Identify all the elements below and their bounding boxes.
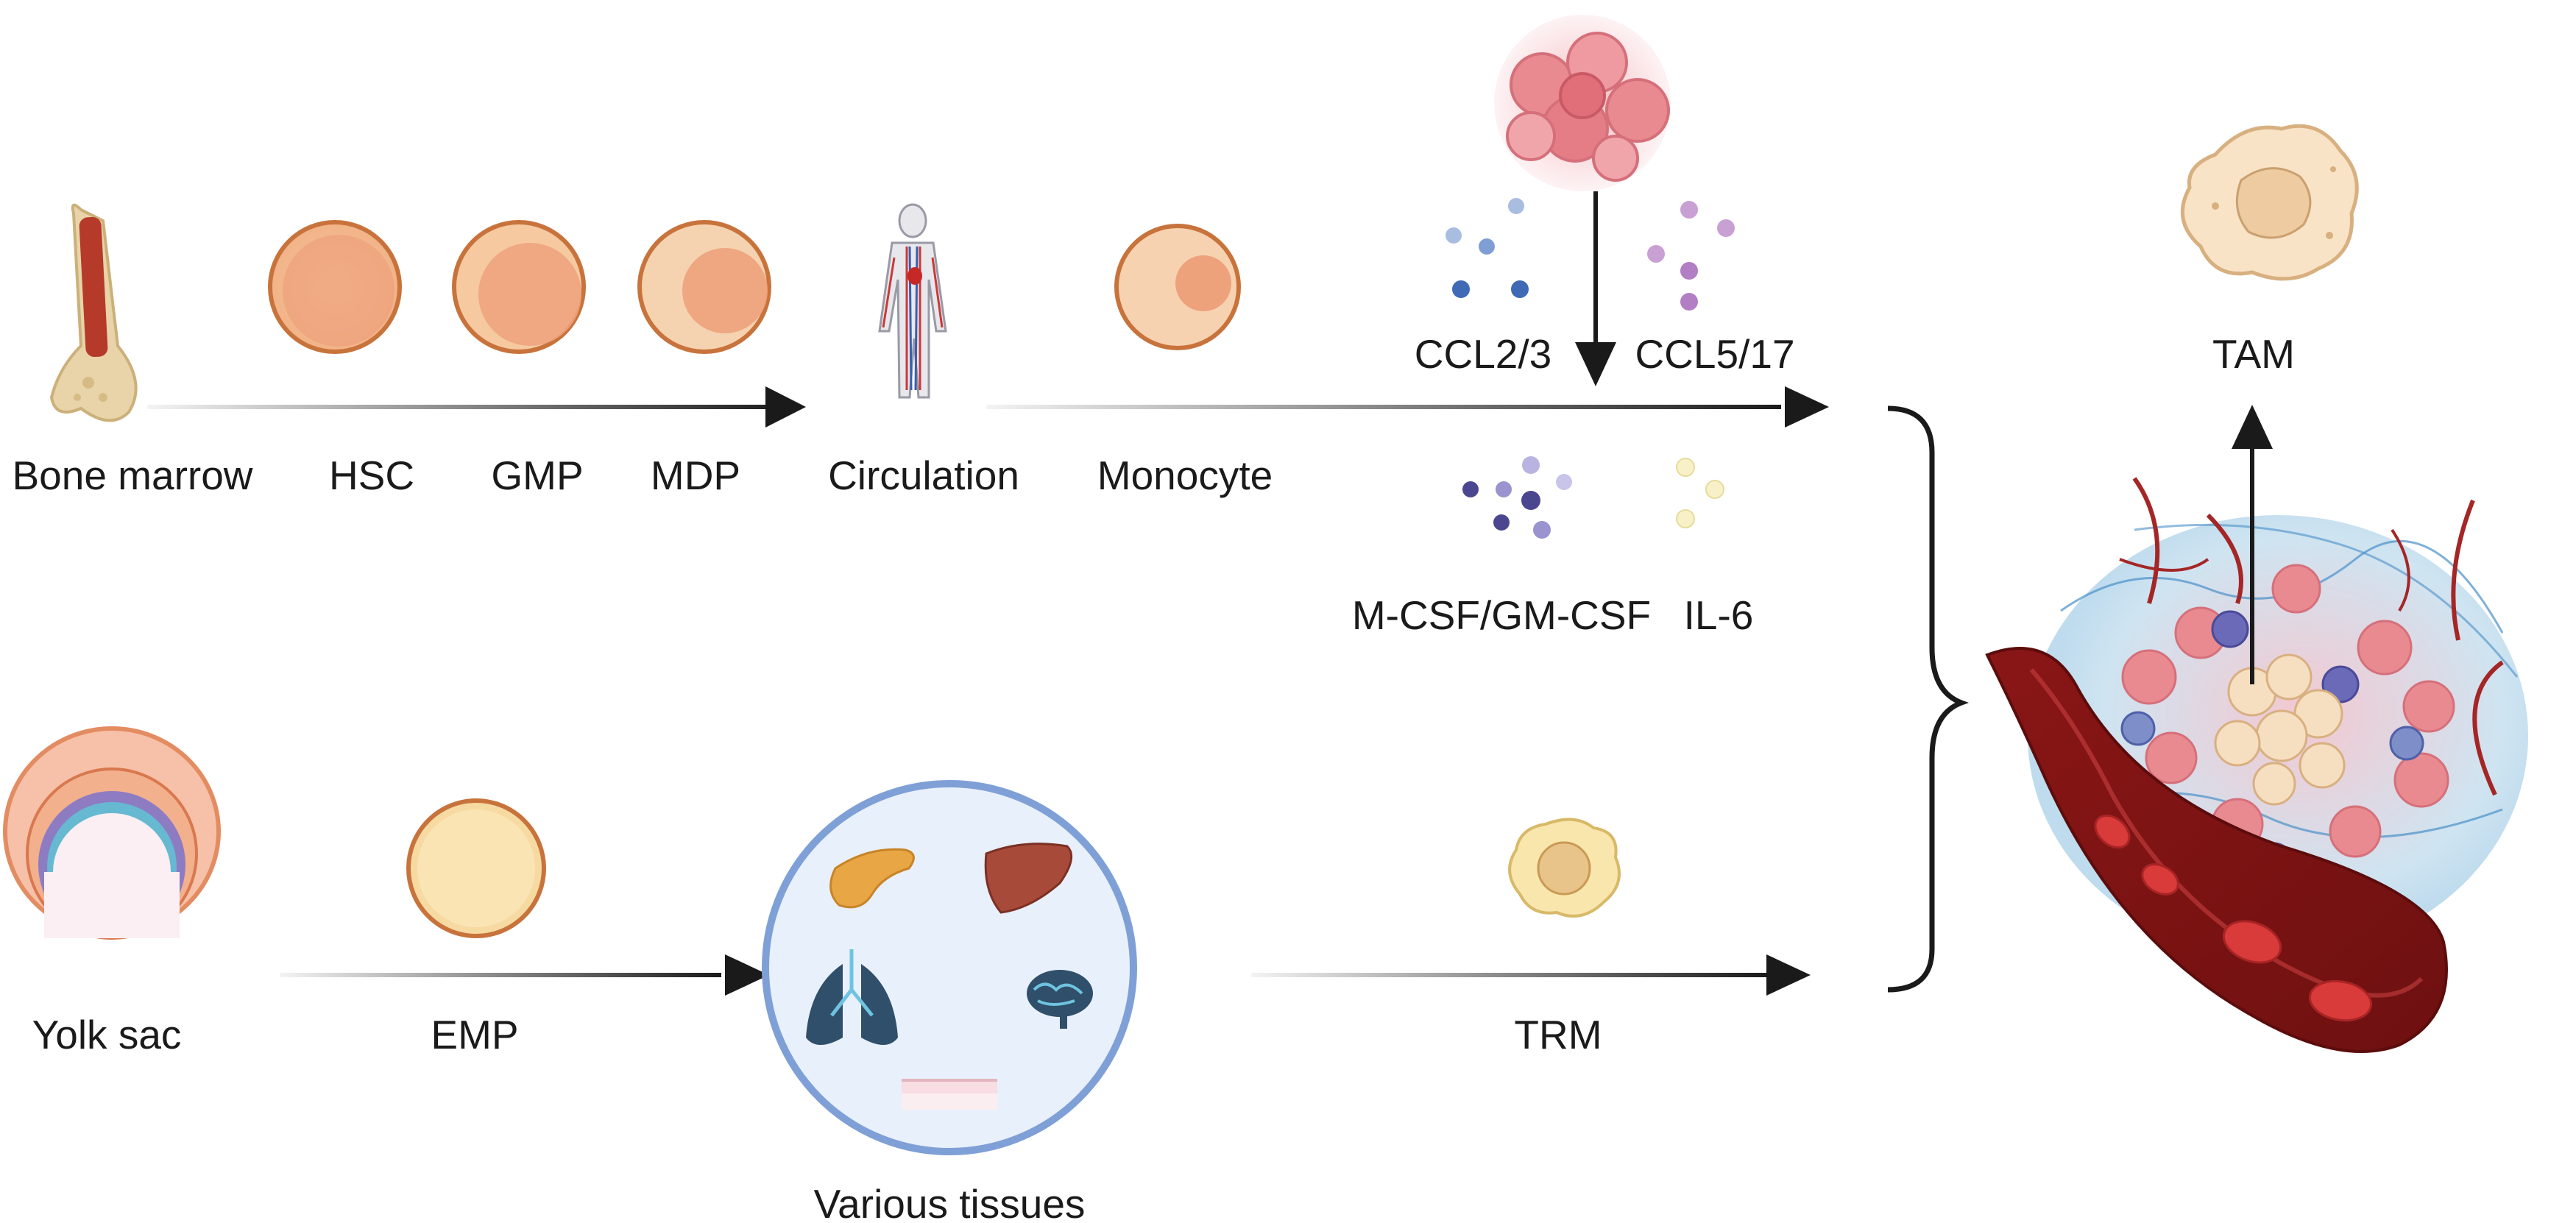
emp-label: EMP bbox=[431, 1012, 518, 1057]
tam-label: TAM bbox=[2212, 331, 2295, 377]
tumor-microenvironment-icon bbox=[1985, 477, 2528, 1053]
il6-cytokine-dots-icon bbox=[1676, 458, 1724, 528]
liver-icon bbox=[984, 843, 1073, 914]
mdp-label: MDP bbox=[651, 453, 740, 498]
gmp-label: GMP bbox=[491, 453, 583, 498]
mcsf-gmcsf-cytokine-dots-icon bbox=[1462, 456, 1572, 539]
emp-cell-icon bbox=[406, 798, 546, 938]
arrow-yolk-to-tissues bbox=[280, 954, 769, 996]
gmp-cell-icon bbox=[452, 220, 586, 354]
ccl5-17-chemokine-dots-icon bbox=[1647, 201, 1735, 311]
bone-marrow-icon bbox=[49, 203, 138, 422]
yolk-sac-label: Yolk sac bbox=[32, 1012, 182, 1057]
various-tissues-circle-icon bbox=[762, 780, 1137, 1155]
mcsf-gmcsf-label: M-CSF/GM-CSF bbox=[1352, 592, 1651, 638]
arrow-circulation-to-tme bbox=[986, 386, 1829, 428]
hsc-cell-icon bbox=[268, 220, 402, 354]
yolk-sac-icon bbox=[3, 726, 221, 940]
ccl5-17-label: CCL5/17 bbox=[1635, 331, 1794, 377]
lungs-icon bbox=[806, 949, 898, 1045]
mdp-cell-icon bbox=[637, 220, 771, 354]
arrow-bone-to-circulation bbox=[147, 386, 806, 428]
ccl2-3-label: CCL2/3 bbox=[1415, 331, 1551, 377]
pancreas-icon bbox=[829, 848, 915, 909]
merge-brace bbox=[1887, 405, 1969, 993]
arrow-tme-to-tam bbox=[2232, 405, 2273, 684]
monocyte-label: Monocyte bbox=[1097, 453, 1273, 498]
brain-icon bbox=[1027, 970, 1093, 1029]
various-tissues-label: Various tissues bbox=[814, 1181, 1086, 1223]
circulation-label: Circulation bbox=[828, 453, 1019, 498]
trm-cell-icon bbox=[1508, 818, 1621, 918]
hsc-label: HSC bbox=[329, 453, 414, 498]
monocyte-cell-icon bbox=[1114, 224, 1241, 350]
trm-label: TRM bbox=[1514, 1012, 1602, 1057]
ccl2-3-chemokine-dots-icon bbox=[1446, 198, 1529, 298]
skin-icon bbox=[902, 1079, 997, 1110]
il6-label: IL-6 bbox=[1684, 592, 1754, 638]
tam-cell-icon bbox=[2180, 124, 2359, 281]
arrow-tissues-to-tme bbox=[1251, 954, 1811, 996]
circulation-body-icon bbox=[878, 203, 947, 399]
tumor-cluster-icon bbox=[1494, 15, 1671, 191]
bone-marrow-label: Bone marrow bbox=[12, 453, 252, 498]
arrow-tumor-down bbox=[1575, 191, 1616, 386]
